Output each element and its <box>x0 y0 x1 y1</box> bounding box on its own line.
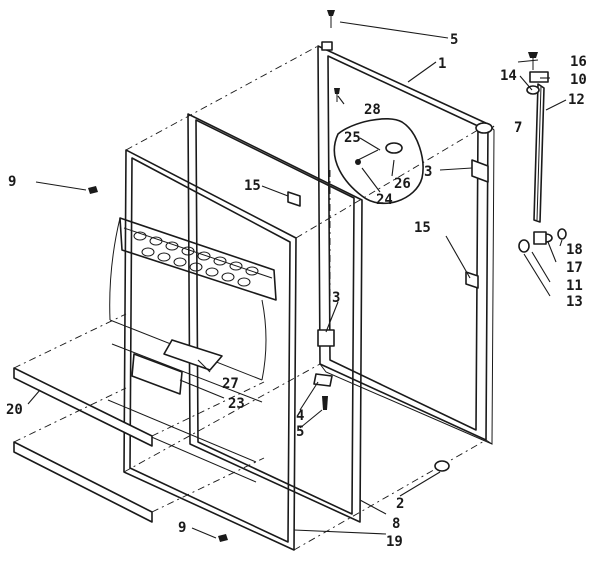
label-15-left: 15 <box>244 178 261 194</box>
label-4: 4 <box>296 408 304 424</box>
label-20: 20 <box>6 402 23 418</box>
label-9-bottom: 9 <box>178 520 186 536</box>
label-17: 17 <box>566 260 583 276</box>
label-3-mid: 3 <box>332 290 340 306</box>
door-liner <box>107 149 297 551</box>
label-13: 13 <box>566 294 583 310</box>
label-25: 25 <box>344 130 361 146</box>
label-28: 28 <box>364 102 381 118</box>
door-gasket <box>187 113 363 523</box>
label-15-right: 15 <box>414 220 431 236</box>
label-19: 19 <box>386 534 403 550</box>
label-2: 2 <box>396 496 404 512</box>
label-8: 8 <box>392 516 400 532</box>
label-18: 18 <box>566 242 583 258</box>
label-9-left: 9 <box>8 174 16 190</box>
hinge-rod <box>533 83 545 223</box>
label-16: 16 <box>570 54 587 70</box>
label-10: 10 <box>570 72 587 88</box>
label-11: 11 <box>566 278 583 294</box>
label-1: 1 <box>438 56 446 72</box>
hardware-parts <box>88 10 567 542</box>
label-27: 27 <box>222 376 239 392</box>
label-5-lower: 5 <box>296 424 304 440</box>
label-24: 24 <box>376 192 393 208</box>
alignment-lines <box>13 45 489 551</box>
label-14: 14 <box>500 68 517 84</box>
outer-door-panel <box>317 41 495 445</box>
part-labels: 5 1 16 14 10 12 28 7 25 9 26 15 3 24 15 … <box>6 32 587 550</box>
label-26: 26 <box>394 176 411 192</box>
insulation-inset <box>333 118 424 205</box>
label-5-top: 5 <box>450 32 458 48</box>
shelf-bars <box>13 367 153 523</box>
label-7: 7 <box>514 120 522 136</box>
leader-lines <box>27 21 567 539</box>
label-23: 23 <box>228 396 245 412</box>
egg-holder-row <box>133 231 259 287</box>
label-12: 12 <box>568 92 585 108</box>
label-3-upper: 3 <box>424 164 432 180</box>
